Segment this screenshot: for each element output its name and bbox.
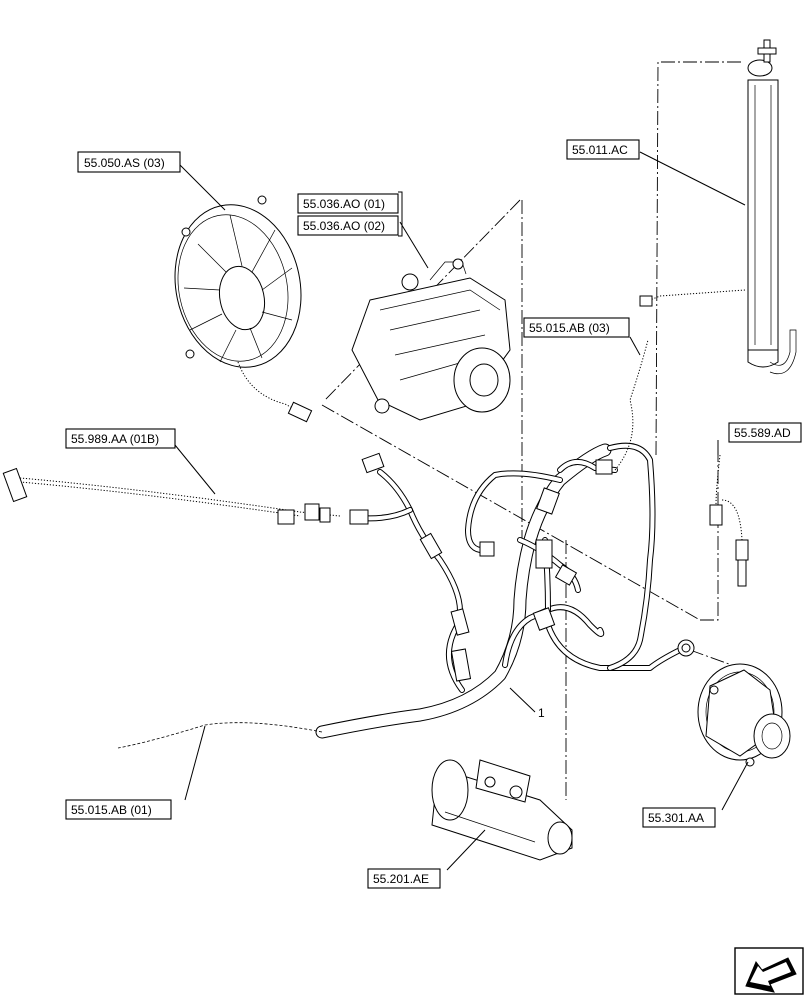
ref-label-harness-01b[interactable]: 55.989.AA (01B) [65,428,176,449]
ref-label-starter[interactable]: 55.201.AE [367,868,441,889]
svg-text:55.301.AA: 55.301.AA [648,811,704,825]
svg-text:55.011.AC: 55.011.AC [572,143,628,157]
ref-label-fan[interactable]: 55.050.AS (03) [77,151,181,173]
svg-text:55.015.AB (01): 55.015.AB (01) [71,803,152,817]
wire-harness-part [117,339,695,749]
svg-text:55.036.AO (01): 55.036.AO (01) [303,197,385,211]
cooling-fan-part [174,195,313,423]
ref-label-harness-01[interactable]: 55.015.AB (01) [65,799,172,820]
svg-text:55.589.AD: 55.589.AD [734,426,791,440]
ref-label-alternator[interactable]: 55.301.AA [642,807,716,828]
svg-text:55.015.AB (03): 55.015.AB (03) [529,321,610,335]
ref-label-harness-03[interactable]: 55.015.AB (03) [523,317,630,338]
item-callout-number: 1 [538,706,545,720]
engine-sub-harness-part [2,467,341,525]
ref-label-pump-1[interactable]: 55.036.AO (01) [297,193,399,214]
starter-part [431,759,573,861]
ref-label-tank-sender[interactable]: 55.011.AC [566,139,640,160]
sensor-part [709,454,749,587]
pump-label-bracket [398,191,403,237]
svg-text:55.201.AE: 55.201.AE [373,872,429,886]
reference-lines [321,61,742,800]
svg-text:55.050.AS (03): 55.050.AS (03) [84,156,165,170]
alternator-part [697,663,791,767]
ref-label-pump-2[interactable]: 55.036.AO (02) [297,215,399,236]
svg-text:55.989.AA (01B): 55.989.AA (01B) [71,432,159,446]
leader-lines [174,151,749,871]
next-page-arrow-icon[interactable] [734,947,804,995]
fuel-tank-sender-part [639,39,797,375]
svg-text:55.036.AO (02): 55.036.AO (02) [303,219,385,233]
injection-pump-part [351,258,511,421]
ref-label-sensor[interactable]: 55.589.AD [728,422,802,443]
